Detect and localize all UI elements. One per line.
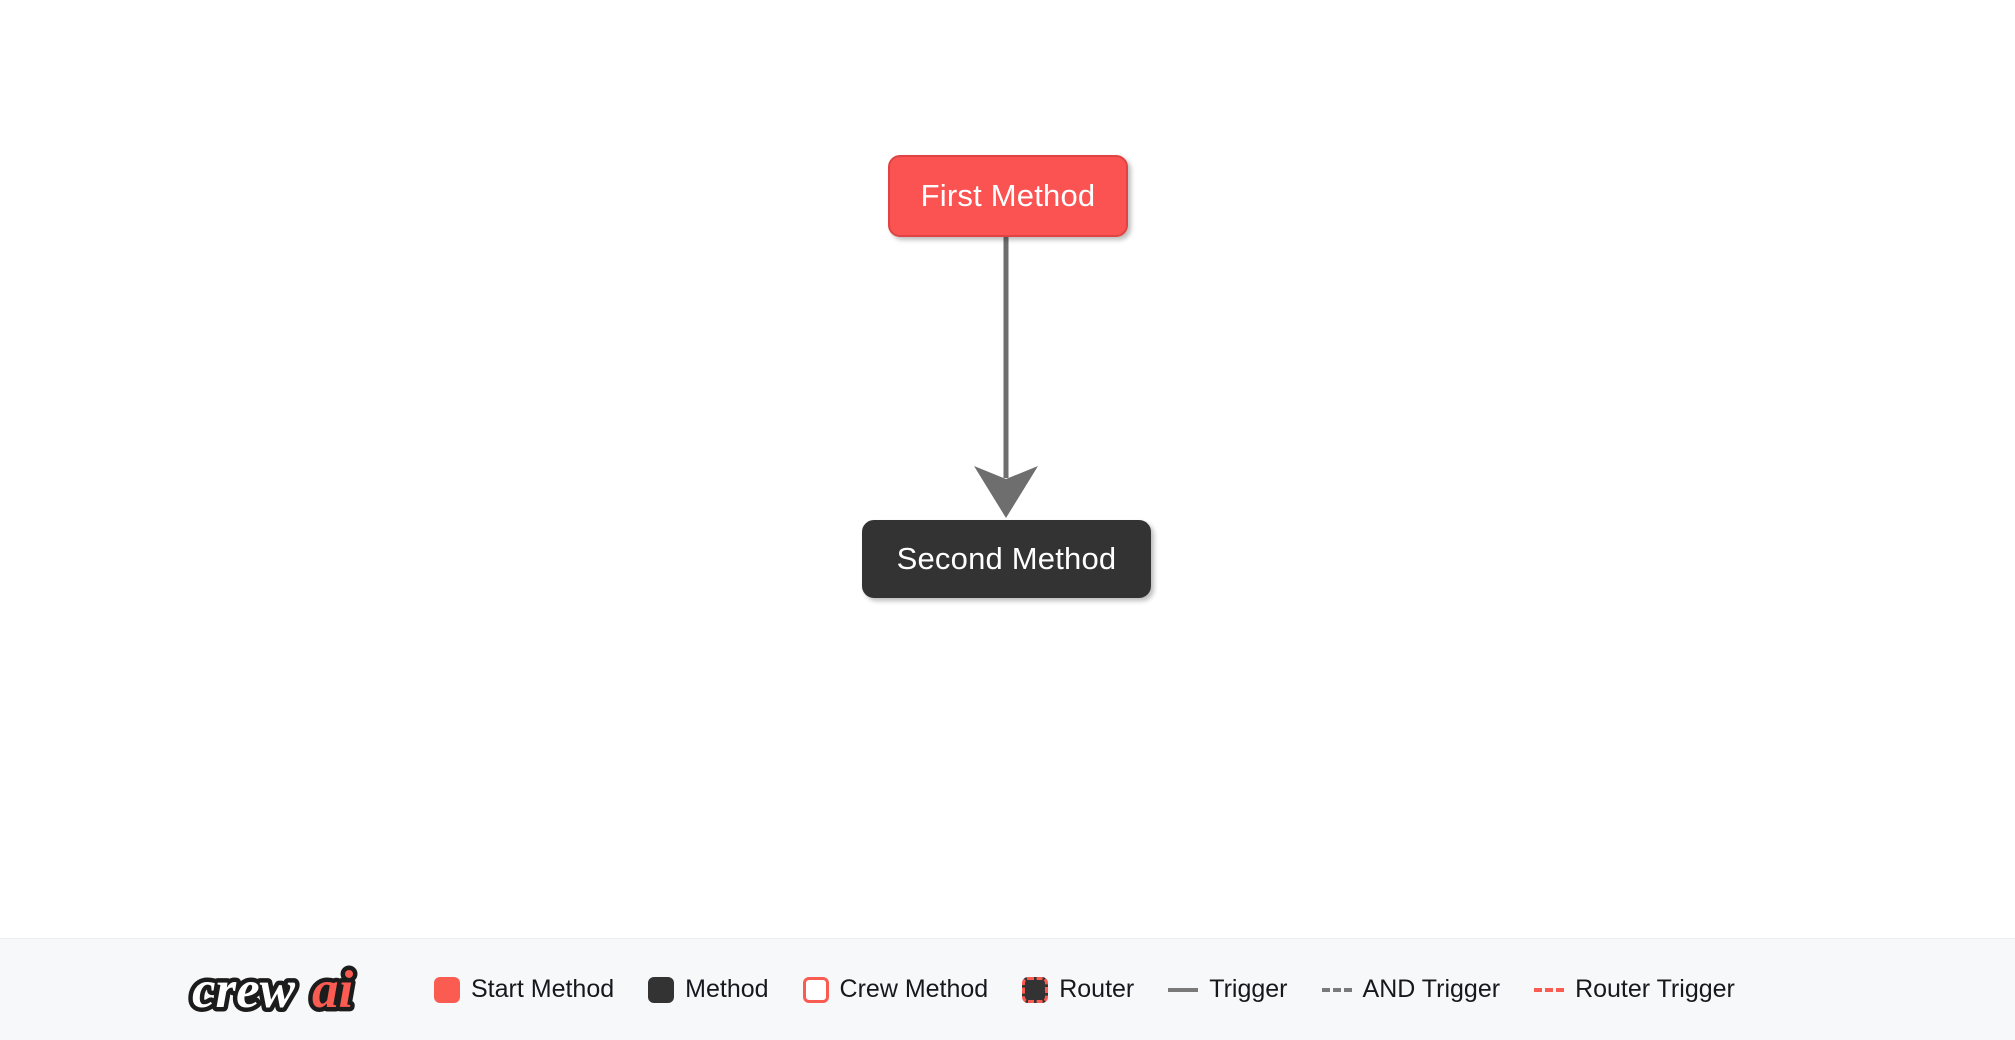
legend-item-start-method: Start Method xyxy=(434,975,614,1004)
legend-label: Router Trigger xyxy=(1575,975,1735,1003)
legend-item-trigger: Trigger xyxy=(1168,975,1288,1004)
method-swatch-icon xyxy=(648,976,675,1003)
legend-label: Crew Method xyxy=(839,975,989,1003)
crew-method-swatch-icon xyxy=(802,976,829,1003)
legend-label: Router xyxy=(1059,975,1135,1003)
legend-item-and-trigger: AND Trigger xyxy=(1321,975,1501,1004)
legend-label: Trigger xyxy=(1209,975,1288,1003)
flow-node-label: Second Method xyxy=(896,541,1117,576)
logo-outline: crew xyxy=(192,961,296,1019)
logo-word-crew: crew xyxy=(192,961,296,1019)
legend-item-router: Router xyxy=(1022,975,1134,1004)
legend-items: Start Method Method Crew Method Router T… xyxy=(434,975,1769,1004)
and-trigger-line-icon xyxy=(1321,987,1352,992)
legend-bar: crew crew ai ai Start Method Method Crew… xyxy=(0,938,2015,1040)
router-trigger-line-icon xyxy=(1534,987,1565,992)
trigger-line-icon xyxy=(1168,987,1199,992)
start-method-swatch-icon xyxy=(434,976,460,1003)
edge-arrowhead-icon xyxy=(974,466,1038,518)
flow-canvas[interactable]: First Method Second Method xyxy=(0,0,2015,938)
flow-node-first-method[interactable]: First Method xyxy=(888,155,1128,237)
legend-item-router-trigger: Router Trigger xyxy=(1534,975,1735,1004)
legend-label: Start Method xyxy=(471,975,615,1003)
logo-accent-outline: ai xyxy=(312,961,354,1019)
flow-node-label: First Method xyxy=(920,178,1096,213)
edge-first-to-second xyxy=(974,237,1038,518)
legend-label: Method xyxy=(685,975,769,1003)
legend-item-crew-method: Crew Method xyxy=(802,975,989,1004)
legend-item-method: Method xyxy=(648,975,769,1004)
logo-word-ai: ai xyxy=(312,961,354,1019)
router-swatch-icon xyxy=(1022,976,1049,1003)
edge-layer xyxy=(974,237,1038,518)
crewai-logo: crew crew ai ai xyxy=(188,957,359,1023)
legend-label: AND Trigger xyxy=(1362,975,1501,1003)
flow-node-second-method[interactable]: Second Method xyxy=(862,520,1151,598)
